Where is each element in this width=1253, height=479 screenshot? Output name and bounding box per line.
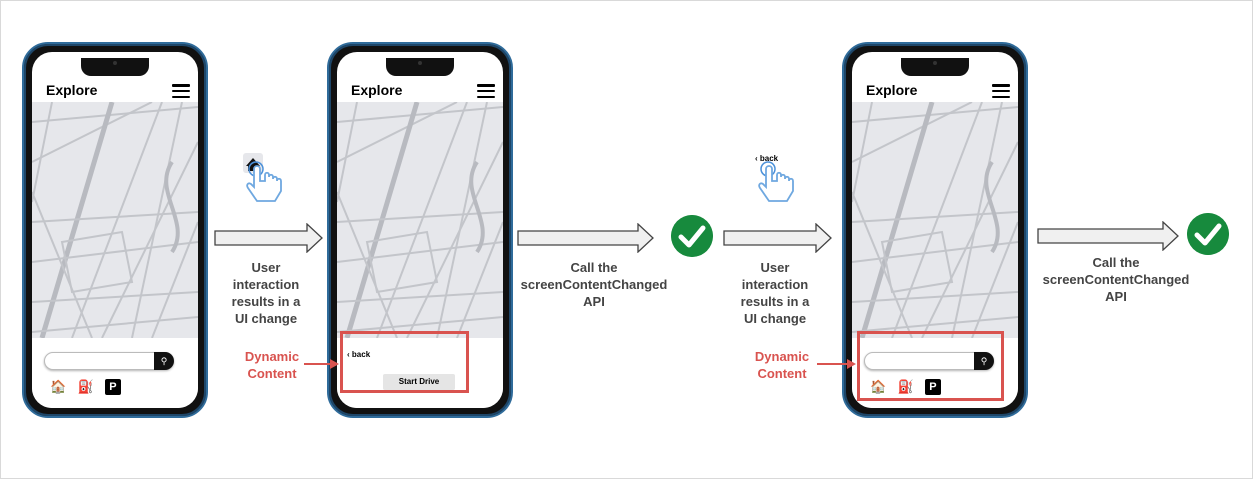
- search-icon[interactable]: ⚲: [154, 352, 174, 370]
- bottom-panel: ⚲ 🏠 ⛽ P: [852, 338, 1018, 408]
- app-title: Explore: [46, 82, 98, 98]
- phone-2: Explore ‹ back Start Drive: [327, 42, 513, 418]
- fuel-icon[interactable]: ⛽: [77, 378, 94, 394]
- fuel-icon[interactable]: ⛽: [897, 378, 914, 394]
- parking-icon[interactable]: P: [924, 378, 941, 395]
- bottom-panel: ⚲ 🏠 ⛽ P: [32, 338, 198, 408]
- phone-1: Explore ⚲ 🏠 ⛽ P: [22, 42, 208, 418]
- tap-hand-icon: [753, 151, 803, 216]
- dynamic-content-box-2: [857, 331, 1004, 401]
- flow-arrow-3: [723, 223, 832, 253]
- check-icon: [1187, 213, 1229, 255]
- phone-notch: [901, 58, 969, 76]
- app-title: Explore: [351, 82, 403, 98]
- home-icon[interactable]: 🏠: [870, 378, 887, 394]
- parking-icon[interactable]: P: [104, 378, 121, 395]
- back-link[interactable]: ‹ back: [347, 350, 371, 359]
- search-icon[interactable]: ⚲: [974, 352, 994, 370]
- phone-screen: Explore ⚲ 🏠 ⛽ P: [32, 52, 198, 408]
- dynamic-content-box-1: [340, 331, 469, 393]
- red-arrow-1: [304, 359, 339, 369]
- phone-notch: [81, 58, 149, 76]
- home-icon[interactable]: 🏠: [50, 378, 67, 394]
- chevron-left-icon: ‹: [347, 350, 350, 359]
- phone-camera: [418, 61, 422, 65]
- phone-notch: [386, 58, 454, 76]
- search-input[interactable]: ⚲: [44, 352, 174, 370]
- bottom-panel: ‹ back Start Drive: [337, 338, 503, 408]
- flow-arrow-4: [1037, 221, 1179, 251]
- menu-icon[interactable]: [172, 84, 190, 99]
- phone-3: Explore ⚲ 🏠 ⛽ P: [842, 42, 1028, 418]
- menu-icon[interactable]: [477, 84, 495, 99]
- map-view[interactable]: [852, 102, 1018, 338]
- map-view[interactable]: [337, 102, 503, 338]
- menu-icon[interactable]: [992, 84, 1010, 99]
- phone-screen: Explore ⚲ 🏠 ⛽ P: [852, 52, 1018, 408]
- start-drive-button[interactable]: Start Drive: [383, 374, 455, 390]
- phone-screen: Explore ‹ back Start Drive: [337, 52, 503, 408]
- search-input[interactable]: ⚲: [864, 352, 994, 370]
- check-icon: [671, 215, 713, 257]
- tap-hand-icon: [241, 151, 291, 216]
- phone-camera: [113, 61, 117, 65]
- map-view[interactable]: [32, 102, 198, 338]
- flow-arrow-2: [517, 223, 654, 253]
- gesture-back-label: ‹ back: [755, 154, 779, 163]
- phone-camera: [933, 61, 937, 65]
- app-title: Explore: [866, 82, 918, 98]
- flow-arrow-1: [214, 223, 323, 253]
- red-arrow-2: [817, 359, 856, 369]
